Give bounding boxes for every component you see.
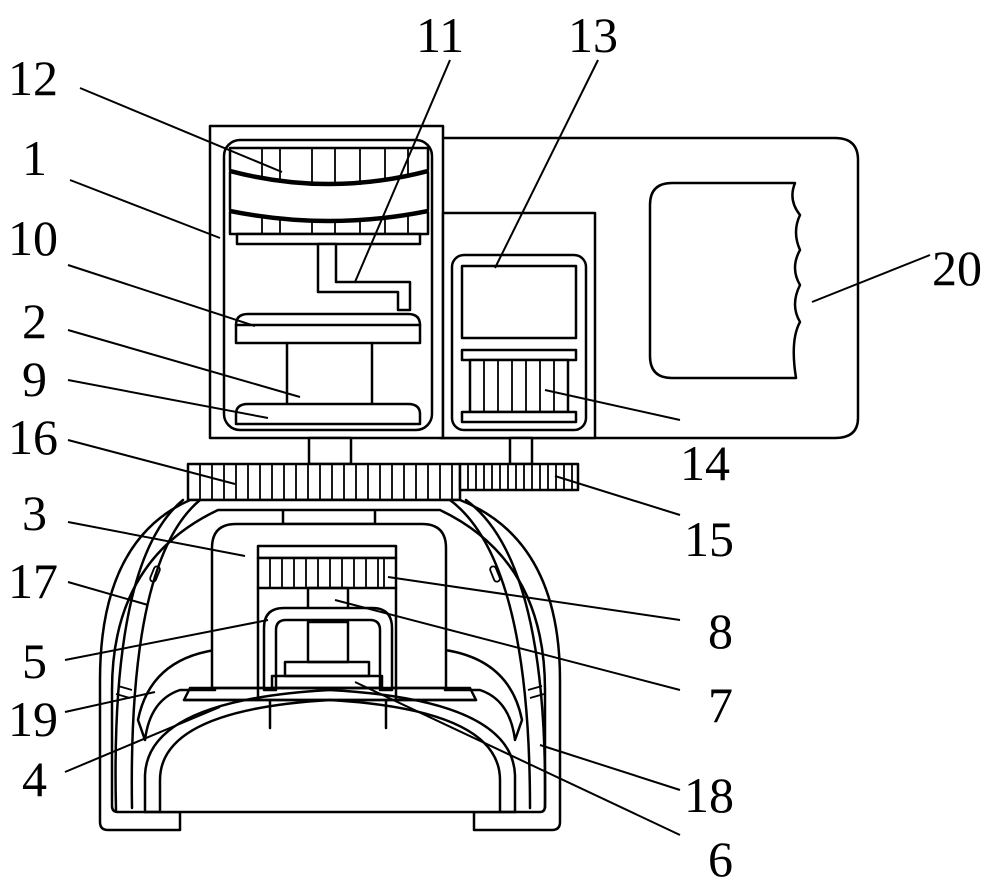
callout-13: 13: [568, 7, 618, 63]
callout-16: 16: [8, 409, 58, 465]
callout-7: 7: [708, 677, 733, 733]
u-bracket: [262, 606, 394, 692]
callout-17: 17: [8, 553, 58, 609]
drive-shafts: [307, 436, 534, 466]
callout-labels: 12 1 10 2 9 16 3 17 5 19 4 11 13 20 14 1…: [8, 7, 982, 887]
gear-block: [256, 544, 398, 702]
callout-15: 15: [684, 511, 734, 567]
handle-housing: [438, 136, 860, 440]
callout-8: 8: [708, 603, 733, 659]
callout-2: 2: [22, 293, 47, 349]
callout-5: 5: [22, 633, 47, 689]
callout-11: 11: [416, 7, 464, 63]
connecting-rod: [316, 242, 412, 312]
callout-20: 20: [932, 240, 982, 296]
callout-9: 9: [22, 351, 47, 407]
middle-plate: [234, 312, 422, 345]
callout-10: 10: [8, 210, 58, 266]
callout-3: 3: [22, 485, 47, 541]
callout-4: 4: [22, 751, 47, 807]
base-plate: [182, 686, 478, 730]
top-curved-assembly: [228, 146, 430, 246]
callout-12: 12: [8, 50, 58, 106]
leader-lines: [64, 59, 931, 836]
bottom-plate: [234, 402, 422, 426]
inner-u-support: [143, 688, 517, 814]
callout-1: 1: [22, 130, 47, 186]
motor-box: [441, 211, 597, 440]
callout-6: 6: [708, 831, 733, 887]
callout-14: 14: [680, 435, 730, 491]
callout-18: 18: [684, 767, 734, 823]
outer-arch-frame: [98, 498, 562, 832]
callout-19: 19: [8, 691, 58, 747]
